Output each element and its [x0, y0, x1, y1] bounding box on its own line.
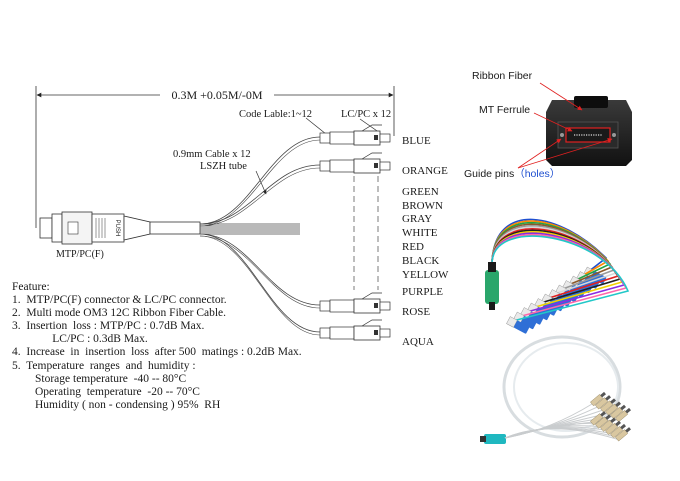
color-label: GRAY — [402, 213, 432, 225]
ribbon-fiber-label: Ribbon Fiber — [472, 70, 533, 82]
color-label: BROWN — [402, 200, 443, 212]
lc-connector — [319, 124, 391, 146]
colored-fanout-photo — [485, 218, 630, 334]
guide-pins-label: Guide pins（holes） — [464, 168, 560, 180]
color-label: BLACK — [402, 255, 439, 267]
code-label-leader — [305, 117, 327, 135]
mt-ferrule-label: MT Ferrule — [479, 104, 530, 116]
feature-line: 2. Multi mode OM3 12C Ribbon Fiber Cable… — [12, 307, 227, 320]
mtp-green-connector — [485, 270, 499, 304]
fiber-line — [199, 233, 321, 306]
color-label: AQUA — [402, 336, 434, 348]
lc-beige-connector — [595, 414, 611, 429]
mt-ferrule-photo — [546, 96, 632, 166]
lc-beige-connector — [605, 420, 621, 435]
lc-beige-connector — [615, 427, 631, 442]
feature-line: 1. MTP/PC(F) connector & LC/PC connector… — [12, 294, 227, 307]
fiber-line — [199, 235, 321, 336]
lc-connector — [319, 292, 391, 314]
code-label: Code Lable:1~12 — [239, 109, 312, 120]
fiber-line — [199, 167, 321, 227]
aqua-fanout-photo — [480, 335, 631, 444]
color-label: RED — [402, 241, 424, 253]
lc-beige-connector — [605, 401, 621, 416]
guide-pin-arrow-2 — [517, 137, 613, 169]
connector-label: MTP/PC(F) — [56, 249, 104, 260]
fiber-line — [199, 136, 321, 225]
feature-line: 5. Temperature ranges and humidity : — [12, 359, 196, 372]
lc-connector — [319, 319, 391, 341]
color-label: ROSE — [402, 306, 430, 318]
feature-line: 3. Insertion loss : MTP/PC : 0.7dB Max. — [12, 320, 205, 333]
lc-beige-connector — [590, 411, 606, 426]
mt-ferrule-arrow — [533, 112, 573, 132]
push-text: PUSH — [114, 220, 120, 237]
lc-beige-connector — [610, 404, 626, 419]
lc-connectors — [319, 124, 391, 341]
dimension-text: 0.3M +0.05M/-0M — [171, 88, 262, 102]
lc-beige-connector — [600, 398, 616, 413]
guide-pin-arrow-1 — [517, 138, 562, 169]
length-dimension: 0.3M +0.05M/-0M — [35, 86, 395, 228]
cable-label-2: LSZH tube — [200, 161, 247, 172]
color-label: YELLOW — [402, 269, 449, 281]
fanout-fibers — [199, 136, 321, 336]
lc-photo-connector — [506, 316, 530, 334]
feature-list: Feature: 1. MTP/PC(F) connector & LC/PC … — [12, 281, 342, 412]
lc-beige-connector — [615, 407, 631, 423]
lc-beige-connector — [600, 417, 616, 432]
white-fiber — [504, 428, 618, 440]
feature-line: LC/PC : 0.3dB Max. — [12, 333, 148, 346]
fiber-line — [199, 164, 321, 225]
feature-line: 4. Increase in insertion loss after 500 … — [12, 346, 302, 359]
color-label: WHITE — [402, 227, 438, 239]
lc-beige-connector — [610, 423, 626, 439]
lc-connector — [319, 152, 391, 174]
cable-label-1: 0.9mm Cable x 12 — [173, 149, 251, 160]
color-label: ORANGE — [402, 165, 448, 177]
colored-fiber — [491, 235, 630, 323]
feature-line: Operating temperature -20 -- 70°C — [12, 385, 200, 398]
fiber-line — [199, 235, 321, 309]
color-label: GREEN — [402, 186, 439, 198]
mtp-aqua-connector — [484, 434, 506, 444]
feature-line: Storage temperature -40 -- 80°C — [12, 372, 187, 385]
feature-heading: Feature: — [12, 281, 50, 293]
lc-beige-connector — [595, 395, 611, 410]
lc-label: LC/PC x 12 — [341, 109, 391, 120]
lc-beige-connector — [590, 391, 606, 407]
mtp-connector: PUSH — [39, 211, 201, 245]
fiber-line — [199, 233, 321, 333]
feature-line: Humidity ( non - condensing ) 95% RH — [12, 398, 221, 411]
fiber-line — [199, 139, 321, 227]
color-label: BLUE — [402, 135, 431, 147]
color-label: PURPLE — [402, 286, 443, 298]
ribbon-fiber-arrow — [539, 82, 583, 111]
